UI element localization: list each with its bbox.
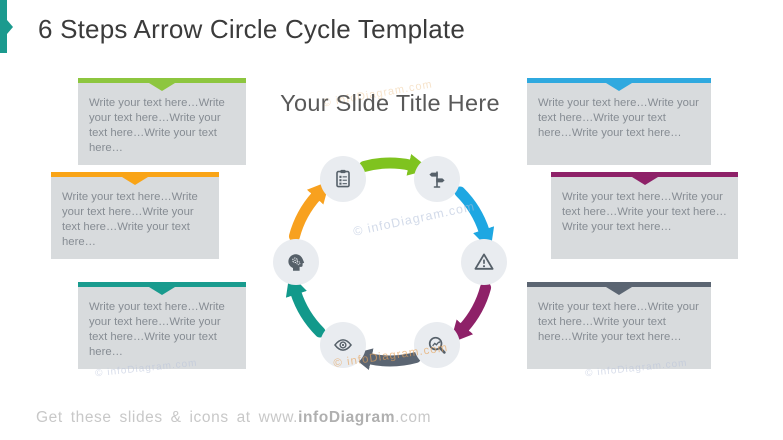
- footer-brand: infoDiagram: [298, 409, 396, 426]
- placeholder-text: Write your text here…Write your text her…: [562, 191, 727, 234]
- slide-title-placeholder[interactable]: Your Slide Title Here: [280, 90, 500, 116]
- footer-suffix: .com: [395, 409, 432, 426]
- clipboard-checklist-icon: [320, 156, 366, 202]
- cycle-arrow-green: [358, 154, 431, 176]
- box-accent-chevron-green: [78, 78, 246, 83]
- cycle-arrow-teal: [285, 273, 326, 338]
- title-accent-mark: [0, 0, 13, 53]
- text-box-top-right[interactable]: Write your text here…Write your text her…: [527, 78, 711, 165]
- page-title: 6 Steps Arrow Circle Cycle Template: [38, 14, 466, 44]
- text-box-bottom-right[interactable]: Write your text here…Write your text her…: [527, 282, 711, 369]
- box-accent-chevron-purple: [551, 172, 738, 177]
- placeholder-text: Write your text here…Write your text her…: [538, 97, 699, 140]
- cycle-arrow-orange: [288, 180, 330, 242]
- warning-triangle-icon: [461, 239, 507, 285]
- footer-prefix: Get these slides & icons at www.: [36, 409, 299, 426]
- eye-icon: [320, 322, 366, 368]
- footer-credit: Get these slides & icons at www.infoDiag…: [36, 409, 431, 427]
- text-box-top-left[interactable]: Write your text here…Write your text her…: [78, 78, 246, 165]
- text-box-middle-right[interactable]: Write your text here…Write your text her…: [551, 172, 738, 259]
- placeholder-text: Write your text here…Write your text her…: [89, 301, 225, 359]
- placeholder-text: Write your text here…Write your text her…: [62, 191, 198, 249]
- box-accent-chevron-orange: [51, 172, 219, 177]
- head-gears-icon: [273, 239, 319, 285]
- cycle-arrow-purple: [450, 282, 492, 344]
- cycle-arrow-blue: [454, 186, 495, 251]
- cycle-arrow-gray: [349, 348, 422, 370]
- box-accent-chevron-teal: [78, 282, 246, 287]
- placeholder-text: Write your text here…Write your text her…: [538, 301, 699, 344]
- text-box-middle-left[interactable]: Write your text here…Write your text her…: [51, 172, 219, 259]
- signpost-icon: [414, 156, 460, 202]
- box-accent-chevron-blue: [527, 78, 711, 83]
- magnifier-trend-icon: [414, 322, 460, 368]
- text-box-bottom-left[interactable]: Write your text here…Write your text her…: [78, 282, 246, 369]
- cycle-diagram: [273, 154, 507, 370]
- box-accent-chevron-slate: [527, 282, 711, 287]
- placeholder-text: Write your text here…Write your text her…: [89, 97, 225, 155]
